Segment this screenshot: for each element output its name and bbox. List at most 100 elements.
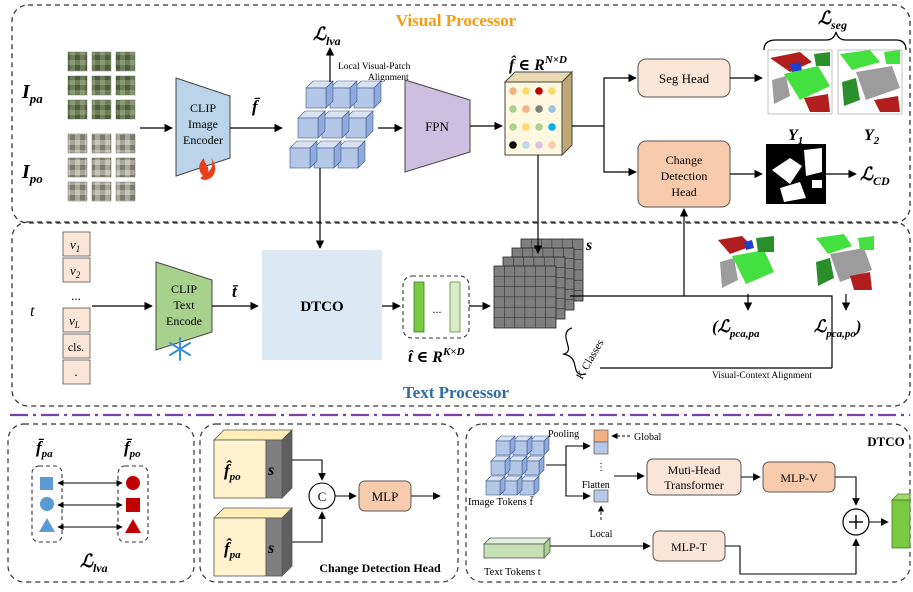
clip-text-encoder-line2: Text — [173, 298, 195, 312]
lva-loss-label: ℒlva — [80, 551, 108, 575]
lva-f-pa-label: f̄pa — [36, 438, 53, 460]
image-patch — [91, 157, 112, 178]
cd-panel-frame — [199, 423, 459, 583]
pre-image-patches — [67, 51, 136, 120]
image-patch — [67, 157, 88, 178]
f-hat-label: f̂ ∈ RN×D — [509, 54, 567, 74]
mhsa-line2: Transformer — [664, 478, 724, 492]
feature-dot — [509, 105, 517, 113]
y1-label: Y1 — [788, 127, 803, 147]
local-label: Local — [590, 529, 613, 540]
image-patch — [91, 51, 112, 72]
feature-cube — [289, 147, 311, 169]
feature-dot — [535, 123, 543, 131]
input-po-label: Ipo — [21, 161, 43, 186]
t-hat-token-1 — [413, 281, 425, 333]
lva-circle-pa — [40, 497, 54, 511]
feature-dot — [509, 87, 517, 95]
f-hat-feature-dots — [509, 87, 556, 149]
loss-pca-po-label: ℒpca,po) — [814, 317, 862, 340]
visual-processor-frame — [11, 4, 911, 224]
text-processor-title: Text Processor — [403, 383, 510, 402]
feature-dot — [522, 141, 530, 149]
dtco-block — [262, 250, 382, 360]
token-v1: v1 — [70, 237, 80, 254]
image-patch — [67, 51, 88, 72]
k-classes-brace — [561, 327, 587, 376]
image-patch — [67, 99, 88, 120]
lva-triangle-po — [125, 519, 141, 533]
cd-f-po-label: f̂po — [224, 460, 241, 483]
image-patch — [115, 99, 136, 120]
feature-cube — [297, 117, 319, 139]
feature-dot — [548, 123, 556, 131]
fpn-label: FPN — [425, 119, 449, 134]
alignment-label-line1: Local Visual-Patch — [338, 62, 411, 72]
global-token-bottom — [593, 441, 609, 455]
f-bar-label: f̄ — [252, 97, 261, 116]
cd-f-pa-label: f̂pa — [224, 538, 241, 561]
cd-f-po-block — [213, 439, 267, 499]
snowflake-icon — [169, 337, 191, 361]
feature-dot — [509, 123, 517, 131]
image-patch — [115, 75, 136, 96]
clip-image-encoder-line1: CLIP — [190, 101, 216, 115]
concat-label: C — [318, 489, 327, 504]
image-patch — [91, 181, 112, 202]
global-token-top — [593, 429, 609, 443]
token-vL: vL — [69, 313, 80, 330]
clip-text-encoder-line3: Encode — [166, 314, 202, 328]
s-label: s — [585, 237, 592, 254]
lva-triangle-pa — [39, 518, 55, 532]
k-classes-label: K Classes — [574, 338, 606, 382]
dtco-panel-title: DTCO — [867, 434, 905, 449]
image-patch — [115, 157, 136, 178]
token-cube — [495, 440, 511, 456]
feature-dot — [522, 105, 530, 113]
clip-image-encoder-line2: Image — [188, 117, 218, 131]
feature-dot — [522, 87, 530, 95]
image-patch — [115, 51, 136, 72]
clip-image-encoder — [175, 77, 231, 177]
image-patch — [115, 181, 136, 202]
image-patch — [115, 133, 136, 154]
cd-head-line2: Detection — [661, 169, 708, 183]
input-pa-label: Ipa — [21, 81, 43, 106]
feature-dot — [535, 141, 543, 149]
text-token-stack — [62, 231, 91, 385]
seg-brace — [763, 31, 907, 51]
pca-map-po — [814, 234, 874, 292]
pca-map-pa — [716, 234, 776, 292]
token-cls: cls. — [68, 340, 84, 354]
image-patch — [67, 181, 88, 202]
cd-s1-label: s — [267, 462, 274, 479]
image-patch — [67, 133, 88, 154]
text-processor-frame — [11, 221, 911, 407]
y2-label: Y2 — [864, 127, 880, 147]
seg-head-label: Seg Head — [659, 71, 710, 86]
loss-cd-label: ℒCD — [860, 164, 890, 188]
feature-cube — [305, 87, 327, 109]
image-patch — [67, 75, 88, 96]
text-tokens-bar — [483, 543, 545, 559]
cd-head-line1: Change — [666, 153, 703, 167]
mhsa-line1: Muti-Head — [668, 463, 721, 477]
cd-panel-title: Change Detection Head — [319, 561, 441, 575]
clip-image-encoder-line3: Encoder — [183, 133, 223, 147]
lva-square-po — [126, 498, 140, 512]
t-hat-label: t̂ ∈ RK×D — [408, 346, 465, 366]
post-image-patches — [67, 133, 136, 202]
text-tokens-label: Text Tokens t — [484, 567, 541, 578]
t-hat-ellipsis: ... — [433, 302, 442, 316]
t-label: t — [30, 303, 35, 320]
fire-icon — [199, 158, 216, 180]
feature-dot — [548, 87, 556, 95]
flatten-label: Flatten — [582, 480, 610, 491]
feature-dot — [535, 105, 543, 113]
global-label: Global — [634, 432, 661, 443]
loss-lva-label: ℒlva — [313, 24, 341, 48]
seg-map-pa — [767, 49, 833, 115]
alignment-label-line2: Alignment — [368, 73, 409, 83]
seg-map-po — [837, 49, 903, 115]
